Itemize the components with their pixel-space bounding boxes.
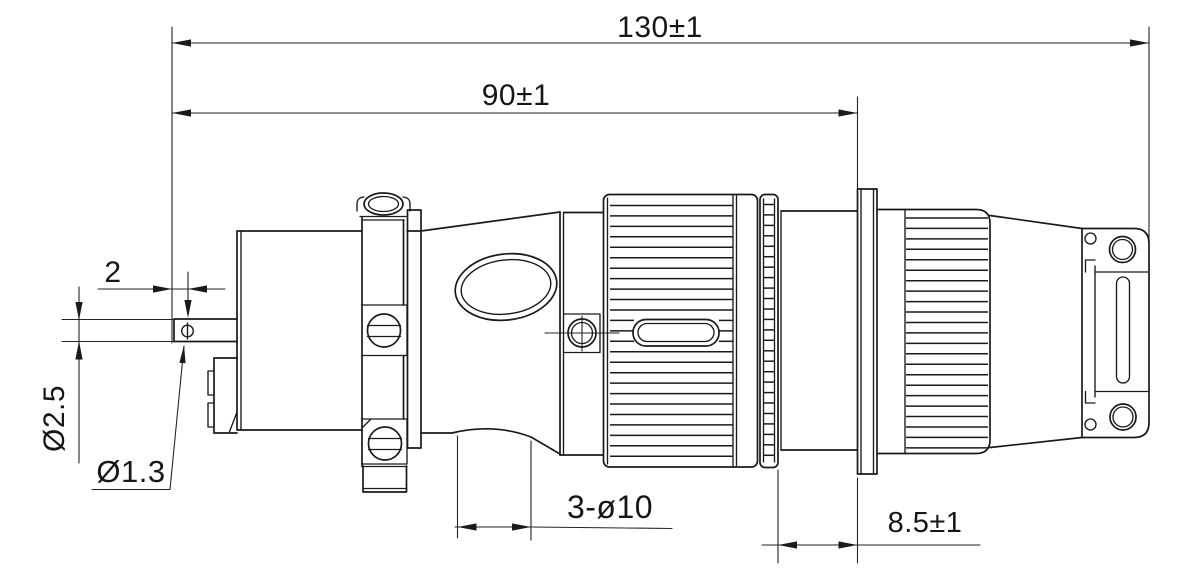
shell-window-hole (454, 252, 558, 322)
dim-label-tip-offset: 2 (104, 256, 121, 289)
mount-hole-bottom (1109, 403, 1137, 431)
bayonet-slot (632, 318, 720, 347)
ring-knurl-rungs (763, 203, 775, 457)
clamp-screw-top (363, 192, 404, 216)
part-receptacle-cone (989, 214, 1083, 449)
dim-tip-offset: 2 (97, 256, 226, 318)
dim-overall-length: 130±1 (171, 11, 1150, 344)
part-knurled-ring (759, 193, 779, 469)
clamp-screw-lower (367, 426, 403, 461)
dim-label-barrel-length: 8.5±1 (888, 507, 963, 539)
mount-hole-top (1108, 235, 1137, 264)
part-cable-clamp (356, 192, 411, 493)
part-backshell (236, 230, 363, 431)
part-shell-body (406, 209, 565, 456)
clamp-screw-upper (366, 313, 402, 348)
part-cable-tip (173, 318, 238, 343)
dim-label-shell-length: 90±1 (482, 79, 551, 112)
rivet-bottom (1084, 418, 1097, 431)
dim-label-small-hole: Ø1.3 (96, 454, 165, 489)
dim-tip-diameter: Ø2.5 (38, 286, 175, 464)
part-mounting-plate (1081, 227, 1150, 439)
dim-barrel-length: 8.5±1 (761, 469, 981, 564)
dim-small-hole: Ø1.3 (91, 345, 186, 491)
rivet-top (1084, 232, 1097, 245)
part-rear-gland (207, 357, 238, 434)
part-coupling-nut (602, 193, 759, 468)
dim-label-tip-diameter: Ø2.5 (38, 385, 71, 452)
part-jackscrew-section (544, 211, 620, 456)
front-knurl-ribs (906, 217, 988, 449)
dim-shell-holes: 3-ø10 (454, 435, 673, 541)
dim-shell-length: 90±1 (171, 79, 859, 190)
part-flange (856, 188, 878, 475)
dim-label-overall-length: 130±1 (617, 11, 703, 44)
plate-slot (1115, 276, 1131, 384)
dim-label-shell-holes: 3-ø10 (567, 489, 653, 525)
part-front-knurl (876, 208, 991, 455)
coupling-nut-knurl-ribs (610, 204, 733, 458)
part-barrel (780, 210, 858, 451)
